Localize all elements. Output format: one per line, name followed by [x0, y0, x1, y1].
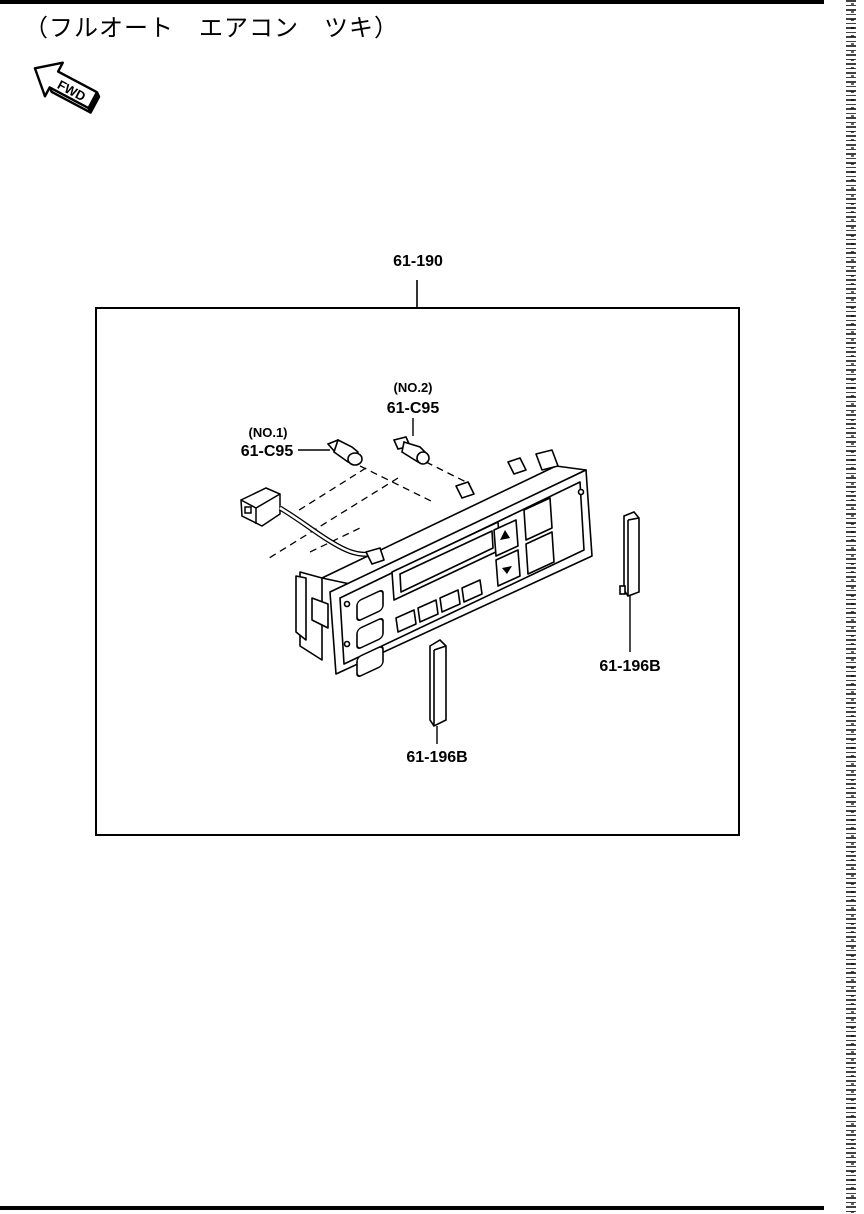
bulb-no2-qualifier: (NO.2)	[394, 380, 433, 395]
knob-right	[619, 511, 640, 597]
assembly-callout: 61-190	[393, 253, 443, 270]
knob-bottom	[429, 638, 447, 728]
knob-right-callout: 61-196B	[599, 658, 660, 675]
knob-bottom-callout: 61-196B	[406, 749, 467, 766]
bulb-no1-qualifier: (NO.1)	[249, 425, 288, 440]
bulb-no2	[392, 436, 430, 465]
installation-guide-lines	[265, 461, 471, 561]
bulb-no2-callout: 61-C95	[387, 400, 440, 417]
arrow-glyphs	[500, 530, 512, 574]
bulb-no1	[326, 438, 363, 466]
bulb-no1-callout: 61-C95	[241, 443, 294, 460]
wire-harness	[240, 487, 373, 557]
page-edge-pattern-inner	[851, 0, 854, 1214]
fwd-arrow-icon: FWD	[33, 61, 101, 114]
page-title: （フルオート エアコン ツキ）	[24, 14, 399, 42]
top-rule	[0, 0, 824, 4]
bottom-rule	[0, 1206, 824, 1210]
